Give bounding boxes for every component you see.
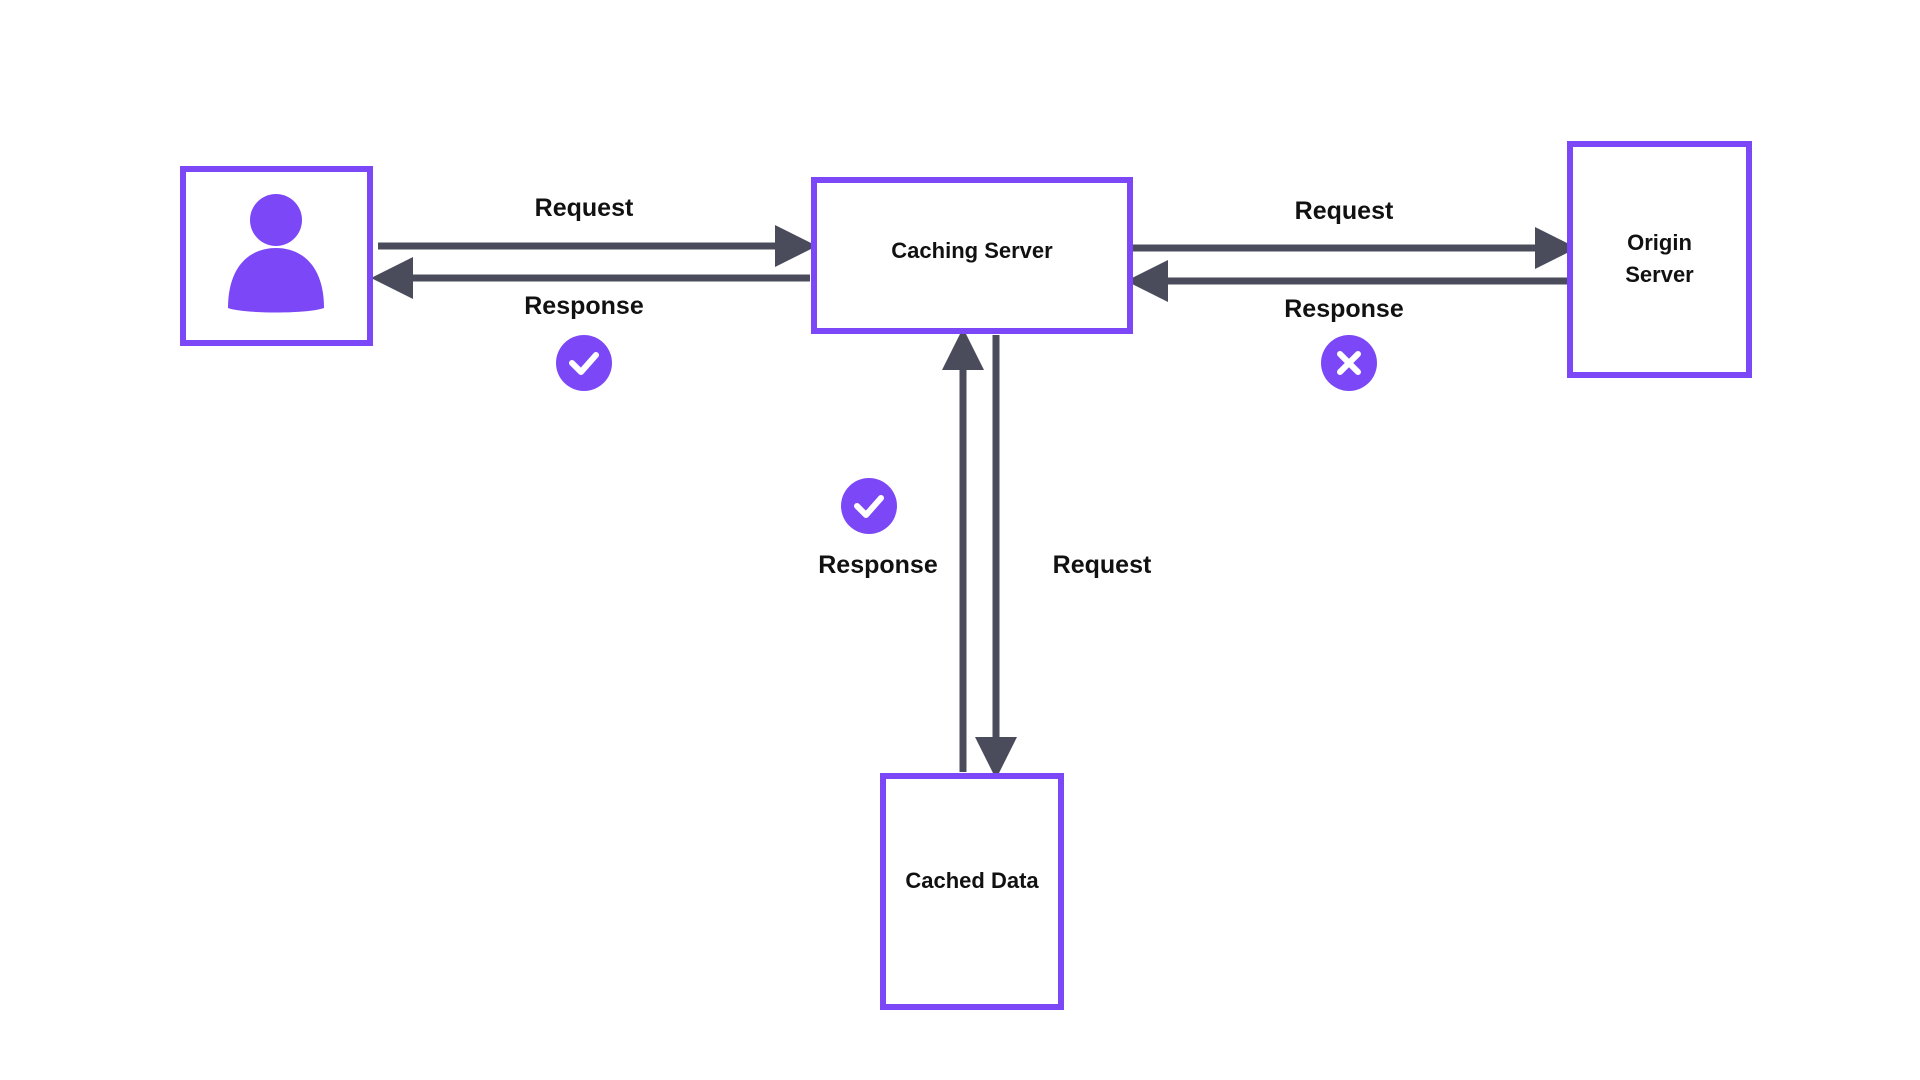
label-cache-to-user: Response xyxy=(524,292,644,320)
origin-server-label-line2: Server xyxy=(1625,262,1694,287)
caching-server-node: Caching Server xyxy=(811,177,1133,334)
check-circle-icon xyxy=(841,478,897,534)
origin-server-node: Origin Server xyxy=(1567,141,1752,378)
label-user-to-cache: Request xyxy=(534,194,634,222)
label-cache-to-data: Request xyxy=(1052,551,1152,579)
check-circle-icon xyxy=(556,335,612,391)
label-cache-to-origin: Request xyxy=(1294,197,1394,225)
x-circle-icon xyxy=(1321,335,1377,391)
cached-data-node: Cached Data xyxy=(880,773,1064,1010)
user-icon xyxy=(228,194,324,313)
label-origin-to-cache: Response xyxy=(1284,295,1404,323)
caching-server-label: Caching Server xyxy=(891,238,1053,263)
label-data-to-cache: Response xyxy=(818,551,938,579)
cached-data-label: Cached Data xyxy=(905,868,1039,893)
user-node xyxy=(180,166,373,346)
origin-server-label-line1: Origin xyxy=(1627,230,1692,255)
